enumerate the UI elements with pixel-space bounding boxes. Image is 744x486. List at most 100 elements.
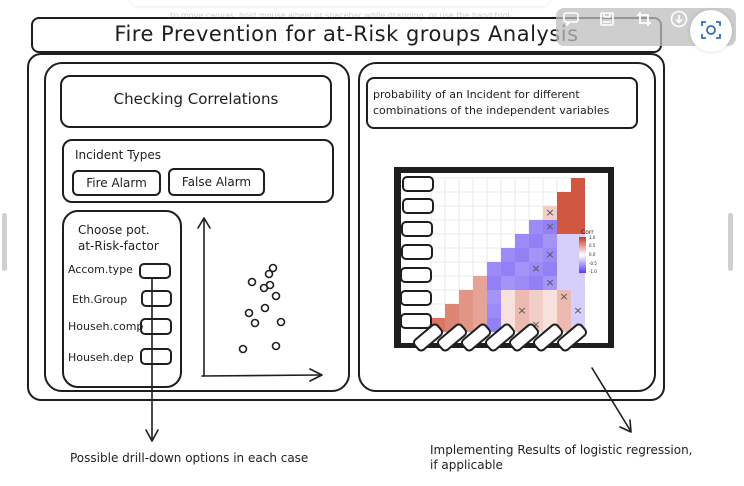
- incident-types-box: [62, 139, 334, 203]
- regression-arrow: [591, 367, 631, 431]
- heatmap-cell: [529, 262, 543, 276]
- heatmap-cell: [529, 234, 543, 248]
- heatmap-cell: [501, 304, 515, 318]
- left-panel: [44, 62, 350, 392]
- heatmap-cell: [557, 192, 571, 206]
- right-scroll-handle[interactable]: [728, 213, 733, 271]
- false-alarm-label: False Alarm: [181, 175, 252, 189]
- heatmap-cell: [543, 290, 557, 304]
- screenshot-button[interactable]: [690, 10, 732, 52]
- scatter-point: [271, 291, 281, 301]
- heatmap-cell: [501, 262, 515, 276]
- heatmap-insignificant-mark: ×: [545, 276, 555, 289]
- factor-dropdown-househ-comp[interactable]: [140, 318, 172, 335]
- heatmap-cell: [543, 276, 557, 290]
- heatmap-cell: [515, 276, 529, 290]
- heatmap-row-label-box: [402, 176, 434, 192]
- heatmap-cell: [557, 290, 571, 304]
- heatmap-cell: [473, 276, 487, 290]
- legend-tick: 1.0: [589, 235, 596, 240]
- comment-icon[interactable]: [557, 6, 585, 32]
- heatmap-cell: [515, 234, 529, 248]
- heatmap-cell: [515, 248, 529, 262]
- incident-types-label: Incident Types: [75, 148, 162, 162]
- heatmap-cell: [557, 276, 571, 290]
- crop-icon-shape: [637, 12, 651, 26]
- screenshot-icon-shape: [701, 21, 721, 39]
- heatmap-cell: [571, 220, 585, 234]
- regression-annotation: Implementing Results of logistic regress…: [430, 443, 693, 472]
- legend-tick: -0.5: [589, 261, 597, 266]
- legend-tick: 0.5: [589, 243, 596, 248]
- heatmap-cell: [487, 304, 501, 318]
- page-title: Fire Prevention for at-Risk groups Analy…: [114, 22, 579, 46]
- heatmap-cell: [543, 220, 557, 234]
- scatter-point: [259, 283, 269, 293]
- heatmap-row-label-box: [400, 313, 432, 329]
- heatmap-cell: [571, 178, 585, 192]
- scatter-point: [247, 277, 257, 287]
- heatmap-insignificant-mark: ×: [545, 220, 555, 233]
- factor-label-accom-type: Accom.type: [68, 263, 133, 276]
- heatmap-cell: [557, 220, 571, 234]
- screenshot-icon[interactable]: [697, 17, 725, 43]
- scatter-x-axis: [201, 374, 321, 377]
- heatmap-cell: [571, 304, 585, 318]
- heatmap-cell: [529, 248, 543, 262]
- heatmap-cell: [571, 192, 585, 206]
- heatmap-cell: [473, 304, 487, 318]
- heatmap-row-label-box: [401, 221, 433, 237]
- heatmap-cell: [445, 304, 459, 318]
- heatmap-cell: [529, 220, 543, 234]
- heatmap-cell: [571, 276, 585, 290]
- save-icon[interactable]: [593, 6, 621, 32]
- risk-factor-box: [62, 210, 182, 388]
- scatter-y-arrowhead: [197, 217, 211, 229]
- right-panel: [358, 62, 656, 392]
- factor-dropdown-accom-type[interactable]: [139, 263, 171, 279]
- scatter-point: [260, 303, 270, 313]
- heatmap-cell: [543, 304, 557, 318]
- factor-label-eth-group: Eth.Group: [72, 293, 128, 306]
- drilldown-annotation: Possible drill-down options in each case: [70, 451, 309, 465]
- legend-tick: 0.0: [589, 252, 596, 257]
- legend-tick: -1.0: [589, 269, 597, 274]
- heatmap-cell: [501, 290, 515, 304]
- crop-icon[interactable]: [630, 6, 658, 32]
- factor-dropdown-househ-dep[interactable]: [140, 348, 172, 365]
- false-alarm-button[interactable]: False Alarm: [168, 168, 265, 196]
- heatmap-cell: [557, 206, 571, 220]
- heatmap-cell: [543, 234, 557, 248]
- heatmap-insignificant-mark: ×: [573, 304, 583, 317]
- factor-label-househ-dep: Househ.dep: [68, 351, 134, 364]
- scatter-point: [264, 269, 274, 279]
- heatmap-cell: [459, 290, 473, 304]
- risk-factor-heading: Choose pot. at-Risk-factor: [78, 223, 159, 253]
- heatmap-row-label-box: [400, 267, 432, 283]
- heatmap-cell: [557, 248, 571, 262]
- factor-label-househ-comp: Househ.comp: [68, 320, 144, 333]
- download-icon[interactable]: [665, 6, 693, 32]
- scatter-point: [268, 263, 278, 273]
- scatter-point: [271, 341, 281, 351]
- checking-correlations-box[interactable]: [60, 75, 332, 128]
- heatmap-cell: [487, 262, 501, 276]
- checking-correlations-label: Checking Correlations: [113, 90, 279, 108]
- heatmap-legend-title: Corr: [581, 229, 594, 236]
- heatmap-insignificant-mark: ×: [517, 304, 527, 317]
- probability-box[interactable]: [366, 77, 638, 129]
- heatmap-cell: [487, 276, 501, 290]
- factor-dropdown-eth-group[interactable]: [141, 290, 172, 307]
- heatmap-cell: [515, 290, 529, 304]
- left-scroll-handle[interactable]: [2, 213, 7, 271]
- top-info-bar: [130, 0, 550, 6]
- heatmap-insignificant-mark: ×: [531, 262, 541, 275]
- scatter-point: [244, 308, 254, 318]
- save-icon-shape: [600, 12, 614, 26]
- heatmap-cell: [529, 290, 543, 304]
- heatmap-cell: [543, 248, 557, 262]
- heatmap-cell: [543, 206, 557, 220]
- fire-alarm-button[interactable]: Fire Alarm: [72, 170, 161, 196]
- heatmap-legend-bar: [579, 237, 586, 273]
- heatmap-cell: [571, 290, 585, 304]
